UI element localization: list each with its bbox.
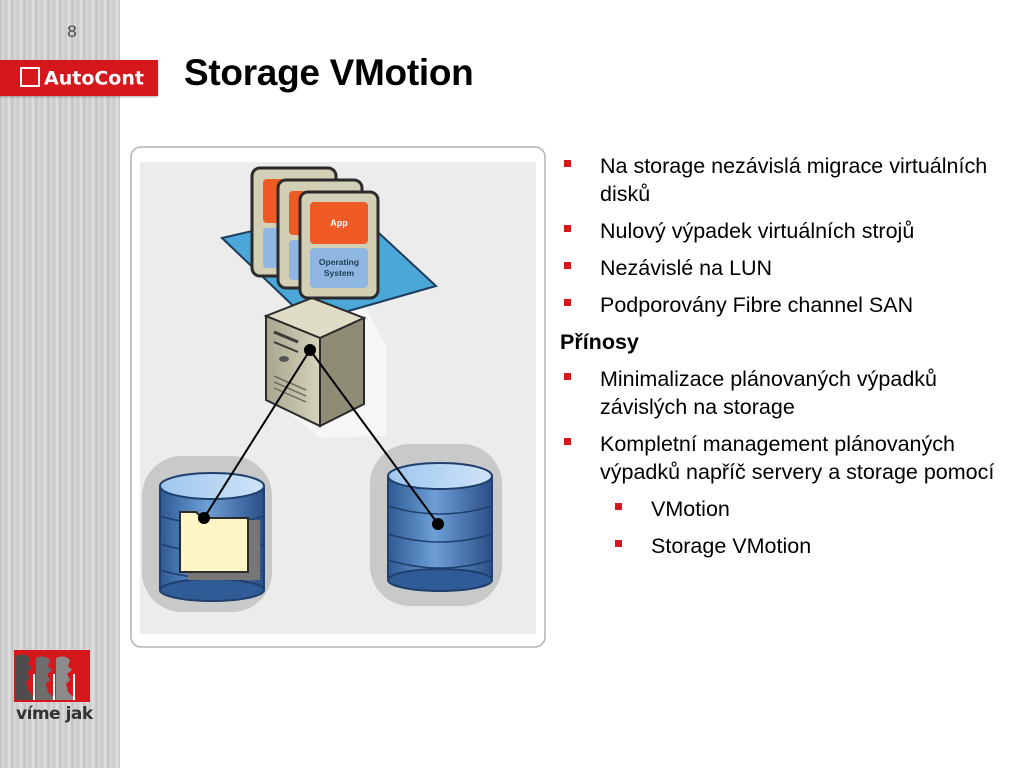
- benefits-list: Minimalizace plánovaných výpadků závislý…: [560, 365, 1000, 560]
- storage-vmotion-diagram: App Operating System: [130, 146, 546, 648]
- list-item-text: Minimalizace plánovaných výpadků závislý…: [600, 367, 938, 419]
- bullet-content: Na storage nezávislá migrace virtuálních…: [560, 152, 1000, 569]
- list-item-text: Storage VMotion: [651, 534, 812, 558]
- virtual-disk-file-icon: [179, 511, 260, 580]
- brand-name: AutoCont: [44, 67, 144, 90]
- slide-number: 8: [67, 22, 77, 41]
- bullet-square-icon: [564, 160, 571, 167]
- list-item-text: Nezávislé na LUN: [600, 256, 773, 280]
- slide-title: Storage VMotion: [184, 52, 474, 93]
- storage-connections: [198, 344, 444, 530]
- list-item-text: Podporovány Fibre channel SAN: [600, 293, 914, 317]
- sub-list-item: VMotion: [560, 495, 1000, 523]
- bullet-square-icon: [564, 438, 571, 445]
- vm-app-label: App: [330, 218, 348, 228]
- brand-tagline: víme jak: [16, 704, 93, 724]
- vm-os-label-1: Operating: [319, 257, 359, 267]
- vime-jak-logo: víme jak: [14, 650, 94, 740]
- list-item: Podporovány Fibre channel SAN: [560, 291, 1000, 319]
- sub-list-item: Storage VMotion: [560, 532, 1000, 560]
- vm-os-label-2: System: [324, 268, 355, 278]
- list-item-text: Nulový výpadek virtuálních strojů: [600, 219, 915, 243]
- diagram-canvas: App Operating System: [130, 146, 546, 648]
- sidebar-stripes: [0, 0, 120, 768]
- bullet-square-icon: [564, 373, 571, 380]
- autocont-logo-icon: [20, 66, 40, 87]
- bullet-square-icon: [564, 225, 571, 232]
- list-item-text: Na storage nezávislá migrace virtuálních…: [600, 154, 988, 206]
- list-item-text: Kompletní management plánovaných výpadků…: [600, 432, 995, 484]
- bullet-square-icon: [564, 262, 571, 269]
- list-item-text: VMotion: [651, 497, 730, 521]
- feature-list: Na storage nezávislá migrace virtuálních…: [560, 152, 1000, 319]
- list-item: Nulový výpadek virtuálních strojů: [560, 217, 1000, 245]
- vm-card-front: App Operating System: [298, 190, 380, 300]
- bullet-square-icon: [615, 540, 622, 547]
- brand-logo-bar: AutoCont: [0, 60, 158, 96]
- list-item: Minimalizace plánovaných výpadků závislý…: [560, 365, 1000, 421]
- bullet-square-icon: [615, 503, 622, 510]
- list-item: Kompletní management plánovaných výpadků…: [560, 430, 1000, 486]
- server-icon: [263, 296, 367, 428]
- list-item: Na storage nezávislá migrace virtuálních…: [560, 152, 1000, 208]
- benefits-heading: Přínosy: [560, 330, 639, 354]
- list-item: Nezávislé na LUN: [560, 254, 1000, 282]
- faces-logo-icon: [14, 650, 90, 702]
- bullet-square-icon: [564, 299, 571, 306]
